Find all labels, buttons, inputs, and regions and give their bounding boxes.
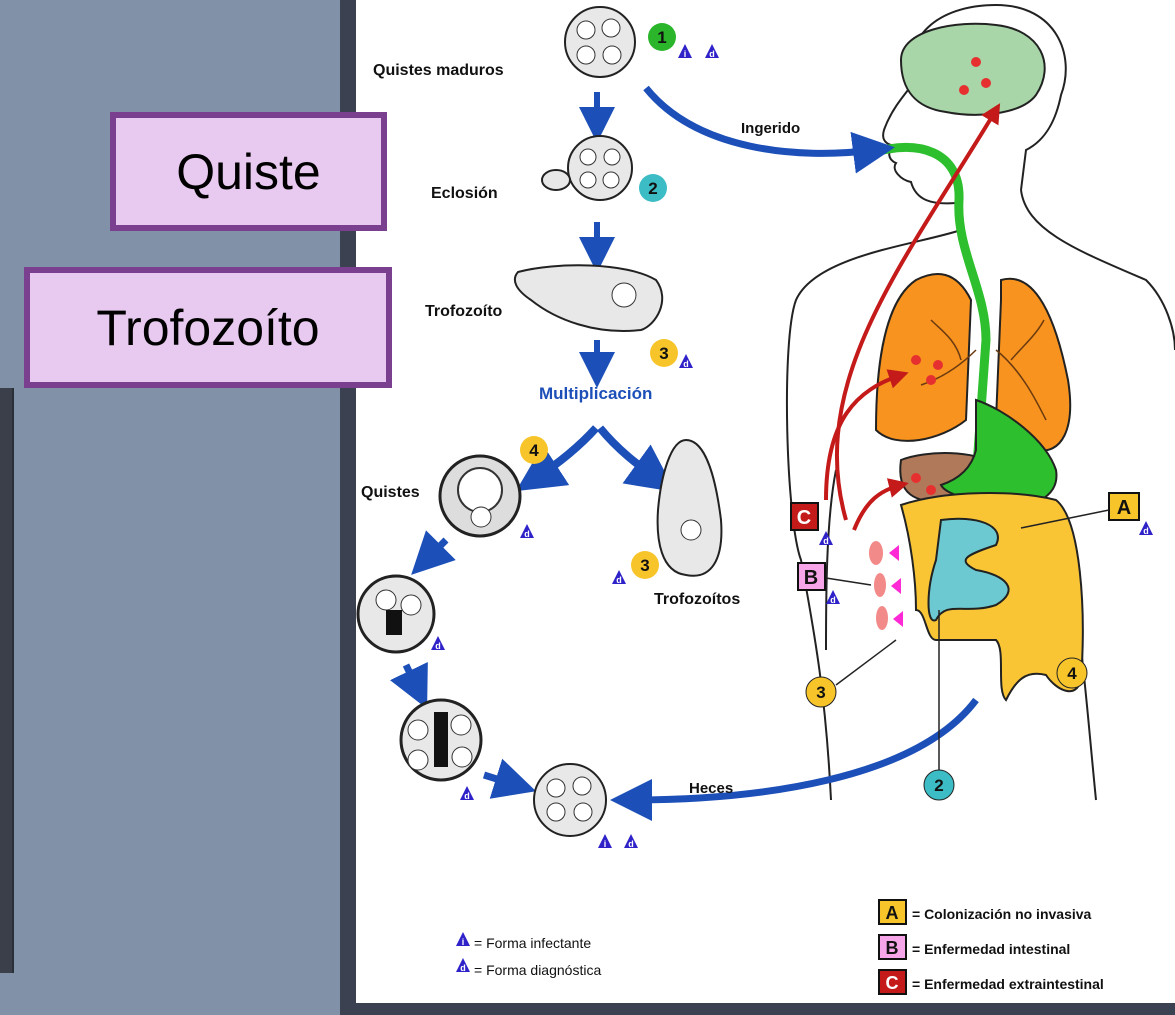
trophozoite-image [515, 265, 662, 331]
quiste-label-text: Quiste [176, 143, 321, 201]
trophozoites-image [658, 440, 722, 576]
svg-text:C: C [797, 507, 811, 529]
svg-text:= Enfermedad extraintestinal: = Enfermedad extraintestinal [912, 976, 1104, 992]
svg-text:2: 2 [934, 776, 943, 795]
mature-cysts-label: Quistes maduros [373, 62, 504, 79]
mature-cyst-image [565, 7, 635, 77]
trofozoito-label-box: Trofozoíto [24, 267, 392, 388]
marker-c: C [791, 503, 818, 530]
svg-text:= Enfermedad intestinal: = Enfermedad intestinal [912, 941, 1070, 957]
precyst-image [440, 456, 520, 536]
trophozoites-label: Trofozoítos [654, 591, 740, 608]
ingested-label: Ingerido [741, 120, 800, 137]
svg-text:B: B [886, 938, 899, 958]
legend-infective: = Forma infectante [456, 932, 591, 951]
maturation-arrow [426, 540, 446, 560]
svg-text:3: 3 [640, 556, 649, 575]
quiste-label-box: Quiste [110, 112, 387, 231]
left-lung [876, 274, 971, 441]
svg-text:2: 2 [648, 179, 657, 198]
legend-c: C = Enfermedad extraintestinal [879, 970, 1104, 994]
marker-b: B [798, 563, 825, 590]
svg-text:= Forma diagnóstica: = Forma diagnóstica [474, 962, 601, 978]
multiplication-label: Multiplicación [539, 384, 652, 403]
legend-b: B = Enfermedad intestinal [879, 935, 1070, 959]
maturation-arrow [406, 665, 418, 690]
svg-text:4: 4 [1067, 664, 1077, 683]
cyst-two-nuclei-image [358, 576, 434, 652]
svg-text:= Forma infectante: = Forma infectante [474, 935, 591, 951]
svg-text:3: 3 [659, 344, 668, 363]
svg-text:C: C [886, 973, 899, 993]
svg-text:A: A [886, 903, 899, 923]
life-cycle-diagram: d i [356, 0, 1175, 1003]
svg-text:3: 3 [816, 683, 825, 702]
hatching-cyst-image [542, 136, 632, 200]
trophozoite-label: Trofozoíto [425, 303, 503, 320]
svg-text:A: A [1117, 497, 1131, 519]
cyst-four-nuclei-image [401, 700, 481, 780]
brain-organ [901, 24, 1045, 115]
legend-diagnostic: = Forma diagnóstica [456, 958, 601, 978]
legend-a: A = Colonización no invasiva [879, 900, 1092, 924]
split-arrow-right [600, 428, 656, 478]
svg-text:1: 1 [657, 28, 666, 47]
maturation-arrow [484, 775, 516, 785]
marker-a: A [1109, 493, 1139, 520]
feces-label: Heces [689, 780, 733, 797]
excreted-cyst-image [534, 764, 606, 836]
left-frame-edge [0, 388, 14, 973]
trofozoito-label-text: Trofozoíto [96, 299, 319, 357]
svg-text:4: 4 [529, 441, 539, 460]
hatching-label: Eclosión [431, 185, 498, 202]
svg-text:= Colonización no invasiva: = Colonización no invasiva [912, 906, 1092, 922]
cysts-label: Quistes [361, 484, 420, 501]
svg-text:B: B [804, 567, 818, 589]
